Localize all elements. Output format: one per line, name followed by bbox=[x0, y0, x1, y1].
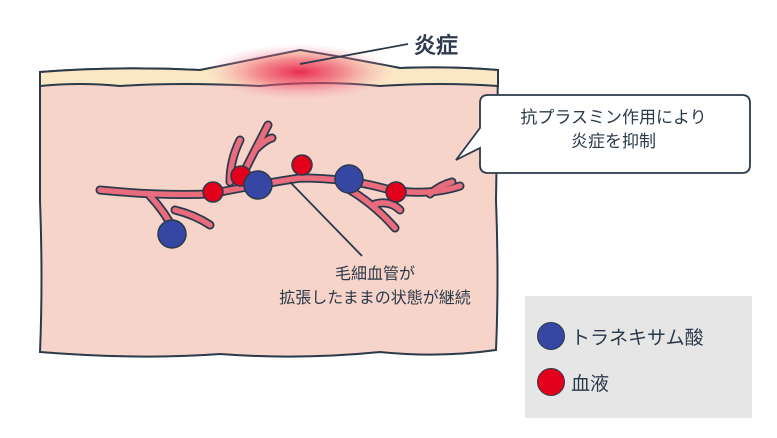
capillary-label-line-1: 毛細血管が bbox=[334, 264, 415, 283]
tranexamic-acid-molecules bbox=[157, 164, 364, 249]
tranexamic-acid-molecule bbox=[243, 170, 273, 200]
capillary-label: 毛細血管が 拡張したままの状態が継続 bbox=[250, 262, 500, 310]
legend-label: トラネキサム酸 bbox=[571, 326, 704, 349]
skin-tissue bbox=[38, 53, 500, 358]
legend-item-tranexamic-acid: トラネキサム酸 bbox=[537, 322, 704, 350]
callout-bubble bbox=[455, 94, 751, 174]
callout-line-1: 抗プラスミン作用により bbox=[520, 108, 707, 128]
inflammation-leader-line bbox=[299, 43, 409, 65]
inflammation-glow bbox=[205, 44, 395, 100]
tranexamic-acid-molecule bbox=[157, 219, 187, 249]
blood-cell bbox=[291, 154, 313, 176]
blue-circle-icon bbox=[537, 322, 565, 350]
callout-line-2: 炎症を抑制 bbox=[571, 132, 656, 152]
blood-cell bbox=[202, 181, 224, 203]
capillary-label-line-2: 拡張したままの状態が継続 bbox=[279, 288, 471, 307]
legend-item-blood: 血液 bbox=[537, 368, 609, 396]
inflammation-label: 炎症 bbox=[414, 34, 459, 59]
callout-text: 抗プラスミン作用により 炎症を抑制 bbox=[476, 106, 751, 154]
legend-label: 血液 bbox=[571, 372, 610, 395]
red-circle-icon bbox=[537, 368, 565, 396]
legend: トラネキサム酸 血液 bbox=[525, 296, 752, 418]
tranexamic-acid-molecule bbox=[334, 164, 364, 194]
blood-cell bbox=[385, 181, 407, 203]
capillary-leader-line bbox=[289, 181, 363, 257]
